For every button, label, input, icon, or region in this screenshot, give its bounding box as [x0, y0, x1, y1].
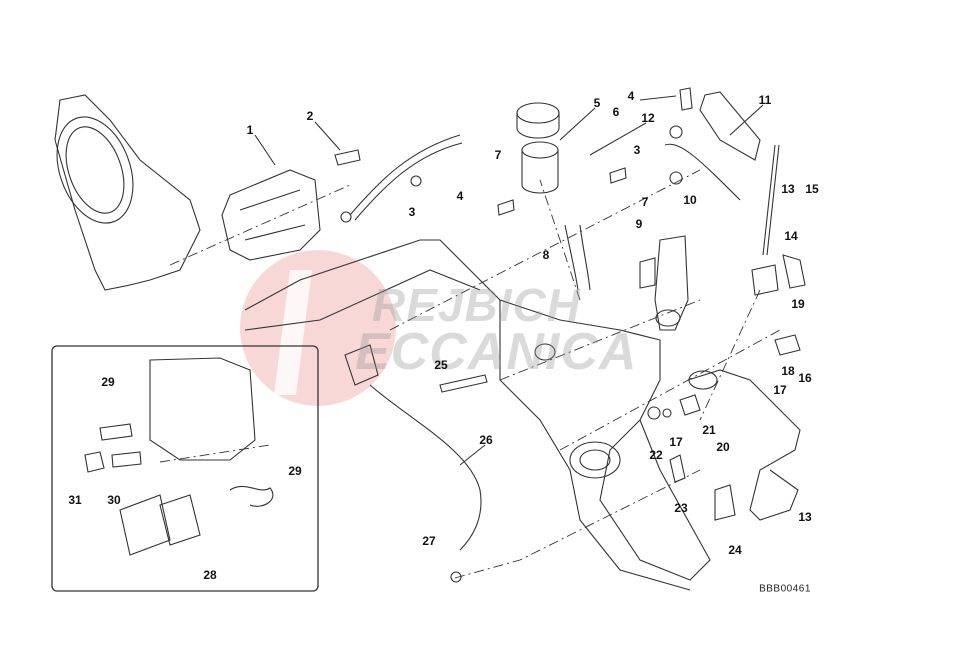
- callout-label: 15: [805, 182, 819, 196]
- callout-label: 30: [107, 493, 121, 507]
- callout-label: 7: [641, 195, 649, 209]
- callout-label: 17: [773, 383, 787, 397]
- footpeg-bracket: [244, 239, 711, 581]
- callout-label: 11: [758, 93, 772, 107]
- callout-label: 13: [798, 510, 812, 524]
- brake-fluid-reservoir: [516, 102, 560, 124]
- drawing-code: BBB00461: [759, 583, 811, 595]
- callout-label: 4: [456, 189, 464, 203]
- callout-label: 3: [633, 143, 641, 157]
- callout-label: 3: [408, 205, 416, 219]
- caliper-bracket: [54, 94, 201, 291]
- callout-label: 7: [494, 148, 502, 162]
- callout-label: 8: [542, 248, 550, 262]
- callout-label: 2: [306, 109, 314, 123]
- watermark-text: REJBICH: [372, 279, 581, 331]
- watermark-logo: [240, 250, 396, 406]
- callout-label: 20: [716, 440, 730, 454]
- callout-label: 29: [288, 464, 302, 478]
- callout-label: 9: [635, 217, 643, 231]
- callout-label: 12: [641, 111, 655, 125]
- callout-label: 24: [728, 543, 742, 557]
- watermark-text: ECCANICA: [355, 323, 638, 381]
- callout-label: 26: [479, 433, 493, 447]
- callout-label: 5: [593, 96, 601, 110]
- callout-label: 4: [627, 89, 635, 103]
- callout-label: 13: [781, 182, 795, 196]
- callout-label: 19: [791, 297, 805, 311]
- callout-label: 18: [781, 364, 795, 378]
- callout-label: 23: [674, 501, 688, 515]
- callout-label: 28: [203, 568, 217, 582]
- callout-label: 29: [101, 375, 115, 389]
- callout-label: 14: [784, 229, 798, 243]
- callout-label: 16: [798, 371, 812, 385]
- abs-sensor-cable: [344, 344, 379, 386]
- callout-label: 21: [702, 423, 716, 437]
- callout-label: 25: [434, 358, 448, 372]
- callout-label: 10: [683, 193, 697, 207]
- inset-box: [51, 345, 319, 592]
- master-cylinder: [654, 235, 689, 331]
- callout-label: 31: [68, 493, 82, 507]
- brake-pedal: [687, 369, 801, 521]
- callout-label: 22: [649, 448, 663, 462]
- callout-label: 27: [422, 534, 436, 548]
- caliper: [221, 169, 321, 261]
- callout-label: 1: [246, 123, 254, 137]
- callout-label: 17: [669, 435, 683, 449]
- callout-label: 6: [612, 105, 620, 119]
